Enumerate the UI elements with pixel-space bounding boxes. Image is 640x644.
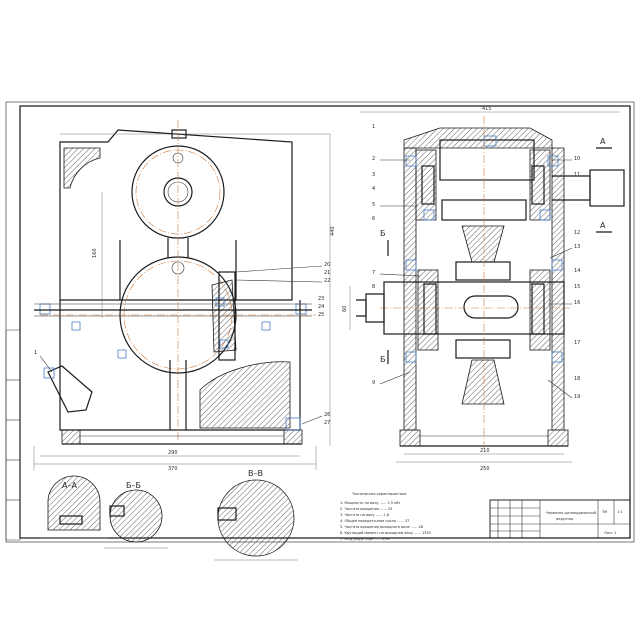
titleblock-sub: редуктор <box>556 517 574 521</box>
tech-req-line-6: 6. Крутящий момент на выходном валу ....… <box>340 531 431 535</box>
leader-right-10: 10 <box>574 156 580 162</box>
leader-right-11: 11 <box>574 172 580 178</box>
titleblock-scale: 1:1 <box>617 510 623 514</box>
section-mark-a-top: А <box>600 137 606 146</box>
leader-right-19: 19 <box>574 394 580 400</box>
leader-right-2: 2 <box>372 156 375 162</box>
leader-right-14: 14 <box>574 268 580 274</box>
leader-left-20: 20 <box>324 262 330 268</box>
leader-left-23: 23 <box>318 296 324 302</box>
section-label-vv: В–В <box>248 469 263 478</box>
leaders-right: 1 2 3 4 5 6 7 8 9 10 11 12 13 14 15 16 1… <box>372 124 580 400</box>
leader-right-5: 5 <box>372 202 375 208</box>
leader-right-12: 12 <box>574 230 580 236</box>
titleblock-mark: ТМ <box>601 510 607 514</box>
titleblock-name: Червячно-цилиндрический <box>546 511 596 515</box>
leader-right-17: 17 <box>574 340 580 346</box>
dim-top-width: 415 <box>482 106 492 112</box>
dim-shaft-diameter: 60 <box>342 306 348 312</box>
section-mark-a-bottom: А <box>600 221 606 230</box>
title-block: Червячно-цилиндрический редуктор ТМ 1:1 … <box>489 499 631 539</box>
leader-right-13: 13 <box>574 244 580 250</box>
section-label-bb: Б–Б <box>126 481 141 490</box>
left-margin-strip <box>5 329 21 541</box>
tech-req-line-1: 1. Мощность на валу ...... 2,5 кВт <box>340 501 401 505</box>
leader-right-9: 9 <box>372 380 375 386</box>
leader-left-26: 26 <box>324 412 330 418</box>
tech-req-line-3: 3. Частота на валу ...... 2,6 <box>340 513 389 517</box>
leader-right-16: 16 <box>574 300 580 306</box>
section-label-aa: А–А <box>62 481 77 490</box>
leader-left-24: 24 <box>318 304 324 310</box>
tech-req-line-5: 5. Частота вращения выходного вала .....… <box>340 525 423 529</box>
tech-req-line-7: 7. КПД редуктора ...... 0,94 <box>340 537 390 541</box>
technical-requirements: Техническая характеристика 1. Мощность н… <box>340 492 431 541</box>
leader-left-22: 22 <box>324 278 330 284</box>
titleblock-sheet: Лист 1 <box>604 531 616 535</box>
tech-req-title: Техническая характеристика <box>351 492 406 496</box>
leader-left-27: 27 <box>324 420 330 426</box>
leader-left-1: 1 <box>34 350 37 356</box>
leader-right-1: 1 <box>372 124 375 130</box>
side-section-view <box>349 111 625 463</box>
leader-right-6: 6 <box>372 216 375 222</box>
leader-left-21: 21 <box>324 270 330 276</box>
dim-base-width: 370 <box>168 466 178 472</box>
section-aa <box>40 475 108 539</box>
tech-req-line-2: 2. Частота вращения ...... 25 <box>340 507 392 511</box>
leader-right-3: 3 <box>372 172 375 178</box>
leader-right-18: 18 <box>574 376 580 382</box>
leader-right-8: 8 <box>372 284 375 290</box>
dim-left-height: 440 <box>330 226 336 236</box>
outer-frame <box>5 101 635 543</box>
section-bb <box>104 489 168 549</box>
dim-right-base: 250 <box>480 466 490 472</box>
leader-left-25: 25 <box>318 312 324 318</box>
leaders-left: 1 20 21 22 23 24 25 26 27 <box>34 262 330 426</box>
dim-base-width-2: 290 <box>168 450 178 456</box>
tech-req-line-4: 4. Общее передаточное число ...... 37 <box>340 519 409 523</box>
leader-right-7: 7 <box>372 270 375 276</box>
section-vv <box>214 479 298 561</box>
inner-frame <box>19 105 631 539</box>
front-view <box>33 120 331 470</box>
section-mark-b-bottom: Б <box>380 355 386 364</box>
flange-bolts <box>39 297 307 359</box>
section-mark-b-top: Б <box>380 229 386 238</box>
dim-right-base-2: 210 <box>480 448 490 454</box>
dim-center-dist: 160 <box>92 248 98 258</box>
leader-right-15: 15 <box>574 284 580 290</box>
leader-right-4: 4 <box>372 186 375 192</box>
